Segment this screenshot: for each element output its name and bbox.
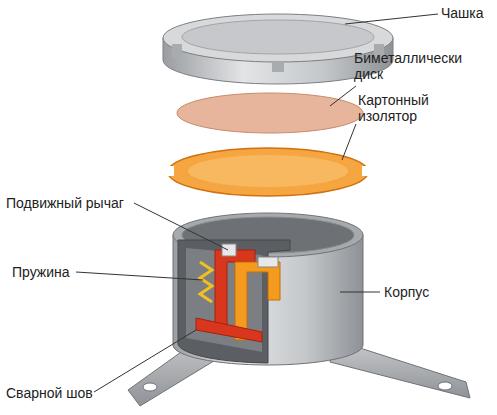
housing: [173, 213, 363, 365]
part-label: Пружина: [12, 264, 92, 280]
bimetal-disc: [177, 93, 363, 133]
leader-lines: [76, 14, 438, 392]
part-label: Чашка: [441, 5, 493, 21]
part-label: Картонный изолятор: [358, 92, 458, 124]
part-label: Биметаллически диск: [354, 50, 474, 82]
part-label: Сварной шов: [6, 385, 106, 401]
part-label: Подвижный рычаг: [6, 195, 146, 211]
insulator: [164, 148, 372, 196]
part-label: Корпус: [384, 284, 464, 300]
